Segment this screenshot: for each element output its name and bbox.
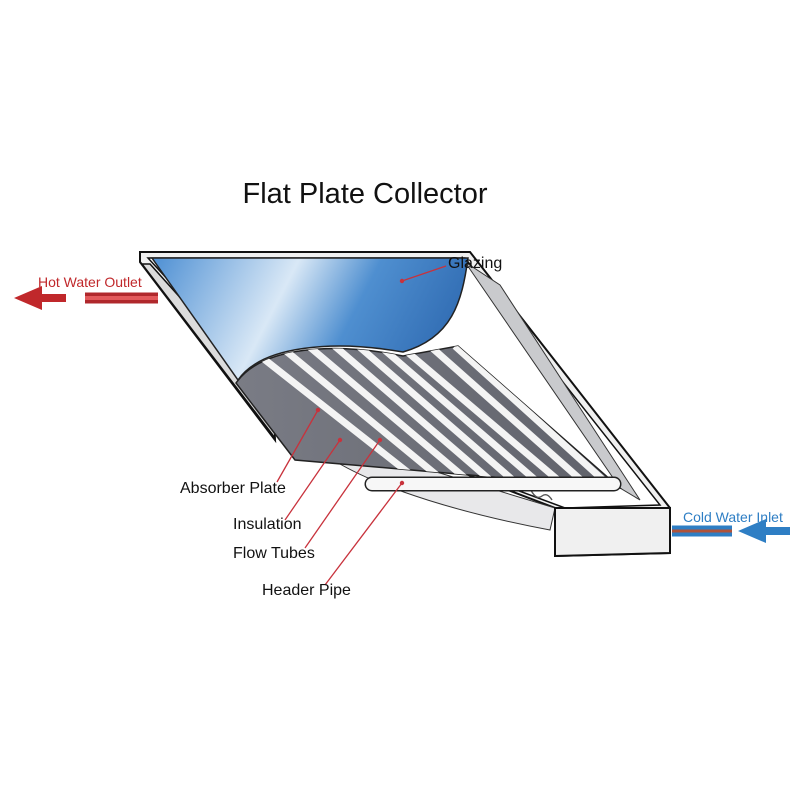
absorber-dot [315, 407, 321, 413]
flow-tube [327, 346, 493, 483]
flow-tube [252, 349, 418, 481]
glazing-leader [401, 265, 447, 282]
glazing-label: Glazing [448, 255, 503, 272]
absorber-leader [276, 409, 319, 483]
frame-right-wall [464, 261, 641, 501]
header-pipe-leader [324, 482, 403, 586]
hot-water-outlet-label: Hot Water Outlet [38, 274, 142, 290]
flow-tubes-label: Flow Tubes [233, 545, 315, 562]
insulation-dot [337, 437, 343, 443]
flow-tubes [252, 346, 615, 488]
diagram-title: Flat Plate Collector [242, 178, 488, 210]
glazing-dot [399, 278, 405, 284]
flow-tube [402, 347, 568, 488]
absorber-plate-label: Absorber Plate [180, 480, 286, 497]
flow-tube [277, 346, 443, 481]
glazing-panel [150, 257, 469, 382]
cold-water-arrow-icon [738, 519, 790, 543]
header-pipe-label: Header Pipe [262, 582, 351, 599]
cold-water-inlet-label: Cold Water Inlet [683, 509, 783, 525]
flow-tube [352, 346, 518, 485]
insulation-leader [284, 439, 341, 521]
hot-water-arrow-icon [14, 286, 66, 310]
leader-dots [315, 278, 405, 486]
insulation-label: Insulation [233, 516, 302, 533]
flow-tube [302, 346, 468, 481]
flow-tubes-dot [377, 437, 383, 443]
flow-tube [452, 346, 615, 488]
flow-tubes-leader [304, 439, 381, 549]
flow-tube [377, 346, 543, 487]
header-pipe-dot [399, 480, 405, 486]
leader-lines [276, 265, 447, 586]
flow-tube [427, 346, 593, 488]
frame-front-lip [554, 507, 671, 558]
